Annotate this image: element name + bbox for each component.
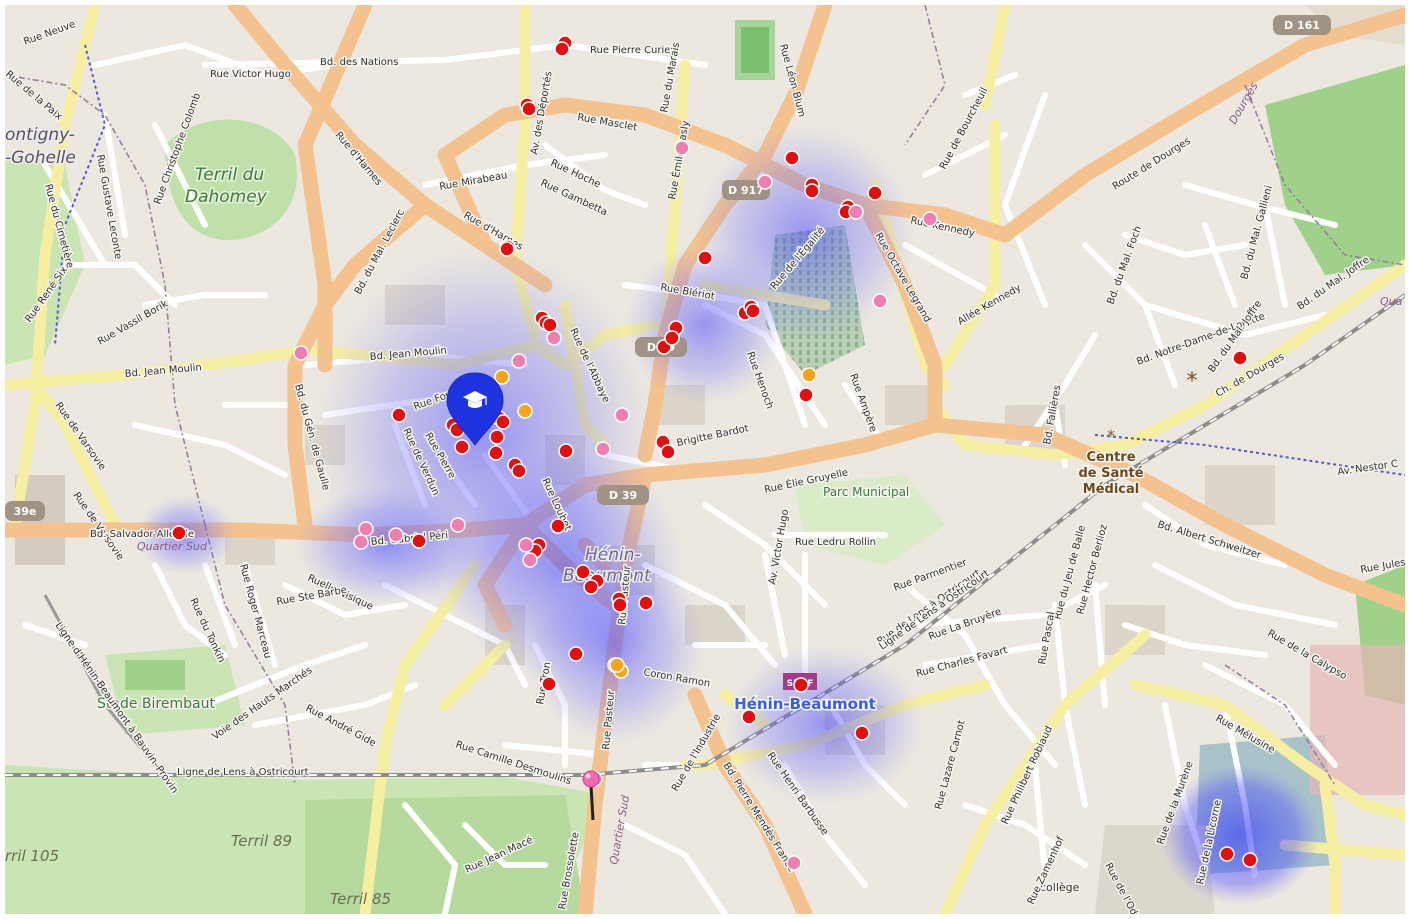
red-marker[interactable] <box>612 597 628 613</box>
street-label: Ligne de Lens à Ostricourt <box>177 766 309 778</box>
pink-marker[interactable] <box>353 534 369 550</box>
red-marker[interactable] <box>854 725 870 741</box>
pink-marker[interactable] <box>922 211 938 227</box>
red-marker[interactable] <box>542 317 558 333</box>
red-marker[interactable] <box>867 185 883 201</box>
red-marker[interactable] <box>541 676 557 692</box>
orange-marker[interactable] <box>494 369 510 385</box>
pink-marker[interactable] <box>511 353 527 369</box>
svg-text:Médical: Médical <box>1083 482 1139 497</box>
area-label: Terril 85 <box>330 890 391 908</box>
pink-marker[interactable] <box>518 537 534 553</box>
street-label: Rue Ledru Rollin <box>795 537 876 548</box>
red-marker[interactable] <box>575 564 591 580</box>
boundary-layer <box>5 5 1405 786</box>
red-marker[interactable] <box>793 677 809 693</box>
red-marker[interactable] <box>804 183 820 199</box>
red-marker[interactable] <box>741 709 757 725</box>
pink-marker[interactable] <box>522 552 538 568</box>
svg-text:D 161: D 161 <box>1284 19 1320 32</box>
red-marker[interactable] <box>568 646 584 662</box>
pink-marker[interactable] <box>595 441 611 457</box>
red-marker[interactable] <box>454 439 470 455</box>
health-centre-poi[interactable]: * Centre de Santé Médical <box>1077 426 1145 499</box>
red-marker[interactable] <box>660 444 676 460</box>
red-marker[interactable] <box>1242 852 1258 868</box>
area-label: Qua <box>1380 295 1403 308</box>
red-marker[interactable] <box>495 414 511 430</box>
red-marker[interactable] <box>638 595 654 611</box>
area-label: -Gohelle <box>5 148 76 168</box>
area-label: ontigny- <box>5 125 75 145</box>
pink-marker[interactable] <box>388 527 404 543</box>
pink-marker[interactable] <box>546 330 562 346</box>
road-shield-d39-b: D 39 <box>597 485 649 505</box>
pink-marker[interactable] <box>674 140 690 156</box>
red-marker[interactable] <box>554 41 570 57</box>
area-label: Terril du <box>195 165 264 185</box>
red-marker[interactable] <box>521 101 537 117</box>
pink-marker[interactable] <box>358 521 374 537</box>
street-label: Rue Pierre Curie <box>590 45 670 56</box>
svg-text:39e: 39e <box>14 505 37 518</box>
street-label: Rue Victor Hugo <box>210 69 291 80</box>
road-shield-d161: D 161 <box>1273 15 1331 35</box>
area-label: Terril 89 <box>231 832 292 850</box>
svg-text:Centre: Centre <box>1086 450 1135 465</box>
railway-layer <box>5 44 1405 777</box>
map-viewport[interactable]: D 161 D 917 D 39 D 39 39e Terril du Daho… <box>5 5 1405 914</box>
health-asterisk-icon: * <box>1107 426 1115 445</box>
area-label: Stade Birembaut <box>97 696 215 712</box>
red-marker[interactable] <box>583 579 599 595</box>
pink-marker[interactable] <box>614 407 630 423</box>
red-marker[interactable] <box>798 387 814 403</box>
pink-marker[interactable] <box>786 855 802 871</box>
pink-marker[interactable] <box>293 345 309 361</box>
area-label: Hénin- <box>585 545 641 565</box>
red-marker[interactable] <box>489 429 505 445</box>
svg-text:D 39: D 39 <box>609 489 637 502</box>
area-labels-layer: Terril du Dahomey Hénin- Beaumont Parc M… <box>5 80 1403 908</box>
svg-text:Hénin-Beaumont: Hénin-Beaumont <box>734 695 876 713</box>
red-marker[interactable] <box>411 533 427 549</box>
red-marker[interactable] <box>697 250 713 266</box>
red-marker[interactable] <box>558 443 574 459</box>
red-marker[interactable] <box>499 241 515 257</box>
pink-marker[interactable] <box>757 174 773 190</box>
red-marker[interactable] <box>745 303 761 319</box>
area-label: Parc Municipal <box>823 485 909 499</box>
red-marker[interactable] <box>1219 846 1235 862</box>
orange-marker[interactable] <box>801 367 817 383</box>
red-marker[interactable] <box>171 525 187 541</box>
road-shield-39e: 39e <box>5 501 45 521</box>
map-pin-icon[interactable] <box>582 770 600 821</box>
map-canvas[interactable]: D 161 D 917 D 39 D 39 39e Terril du Daho… <box>5 5 1405 914</box>
red-marker[interactable] <box>550 518 566 534</box>
orange-marker[interactable] <box>609 657 625 673</box>
svg-text:D 917: D 917 <box>728 184 764 197</box>
red-marker[interactable] <box>511 463 527 479</box>
pink-marker[interactable] <box>848 204 864 220</box>
poi-asterisk-icon: * <box>1187 369 1198 394</box>
red-marker[interactable] <box>391 407 407 423</box>
red-marker[interactable] <box>488 445 504 461</box>
school-pin[interactable] <box>446 372 504 446</box>
pink-marker[interactable] <box>450 517 466 533</box>
orange-marker[interactable] <box>517 403 533 419</box>
road-shields-layer: D 161 D 917 D 39 D 39 39e <box>5 15 1331 521</box>
red-marker[interactable] <box>1232 350 1248 366</box>
area-label: Dahomey <box>185 187 268 207</box>
area-label: Quartier Sud <box>137 540 208 553</box>
area-label: rril 105 <box>5 847 59 865</box>
graduation-cap-icon <box>463 391 487 408</box>
street-label: Bd. des Nations <box>320 57 398 68</box>
pink-marker[interactable] <box>872 293 888 309</box>
street-label: Bd. Salvador Allende <box>90 529 194 540</box>
red-marker[interactable] <box>784 150 800 166</box>
svg-text:de Santé: de Santé <box>1078 466 1143 481</box>
area-label: collège <box>1040 881 1080 894</box>
red-marker[interactable] <box>664 330 680 346</box>
